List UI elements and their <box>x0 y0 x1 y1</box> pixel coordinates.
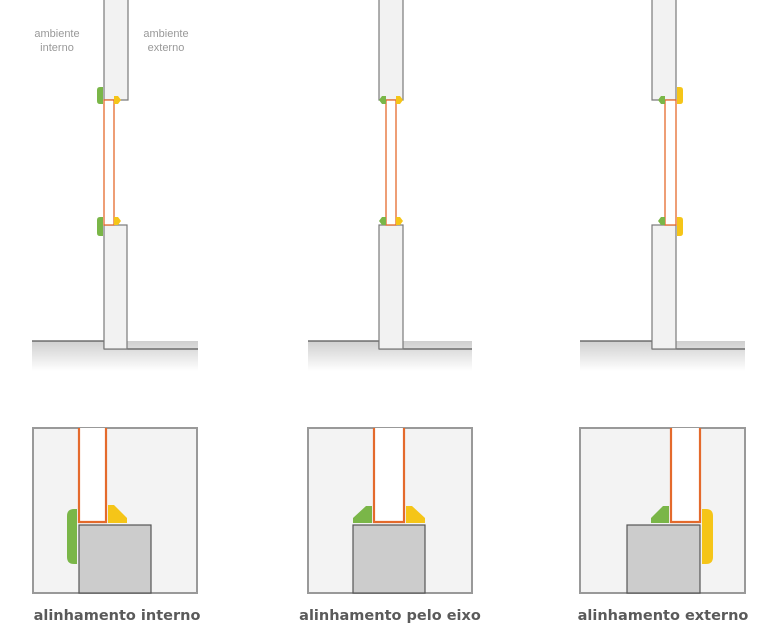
section-view-interno: ambiente interno ambiente externo <box>32 0 198 371</box>
section-view-eixo <box>308 0 472 371</box>
frame-block <box>78 524 152 594</box>
caption-interno: alinhamento interno <box>34 608 201 624</box>
interior-gasket-bottom <box>658 217 665 225</box>
exterior-gasket-bottom <box>677 217 683 236</box>
interior-label-line2: interno <box>40 42 74 54</box>
exterior-gasket <box>406 506 425 523</box>
interior-gasket-bottom <box>97 217 103 236</box>
exterior-gasket-bottom <box>396 217 403 225</box>
exterior-gasket-bottom <box>114 217 121 225</box>
caption-eixo: alinhamento pelo eixo <box>299 608 481 624</box>
upper-frame <box>378 0 404 101</box>
interior-gasket-top <box>658 96 665 104</box>
glass-edge <box>372 428 406 524</box>
interior-gasket <box>651 506 669 523</box>
section-view-externo <box>580 0 745 371</box>
caption-externo: alinhamento externo <box>578 608 749 624</box>
exterior-label-line2: externo <box>148 42 185 54</box>
interior-gasket <box>67 509 77 564</box>
exterior-gasket <box>108 505 127 523</box>
glass-pane <box>664 99 677 226</box>
glass-edge <box>77 428 108 524</box>
interior-gasket-bottom <box>379 217 386 225</box>
exterior-gasket-top <box>114 96 121 104</box>
exterior-gasket-top <box>677 87 683 104</box>
exterior-gasket-top <box>396 96 403 104</box>
frame-block <box>352 524 426 594</box>
interior-gasket-top <box>379 96 386 104</box>
exterior-gasket <box>702 509 713 564</box>
interior-gasket-top <box>97 87 103 104</box>
interior-gasket <box>353 506 372 523</box>
lower-frame <box>103 224 128 350</box>
glass-pane <box>385 99 397 226</box>
frame-block <box>626 524 701 594</box>
detail-view-interno <box>32 427 198 594</box>
lower-frame <box>378 224 404 350</box>
lower-frame <box>651 224 677 350</box>
exterior-label-line1: ambiente <box>143 28 188 40</box>
glass-pane <box>103 99 115 226</box>
interior-label-line1: ambiente <box>34 28 79 40</box>
upper-frame <box>103 0 129 101</box>
upper-frame <box>651 0 677 101</box>
detail-view-externo <box>579 427 746 594</box>
glass-edge <box>669 428 702 524</box>
detail-view-eixo <box>307 427 473 594</box>
